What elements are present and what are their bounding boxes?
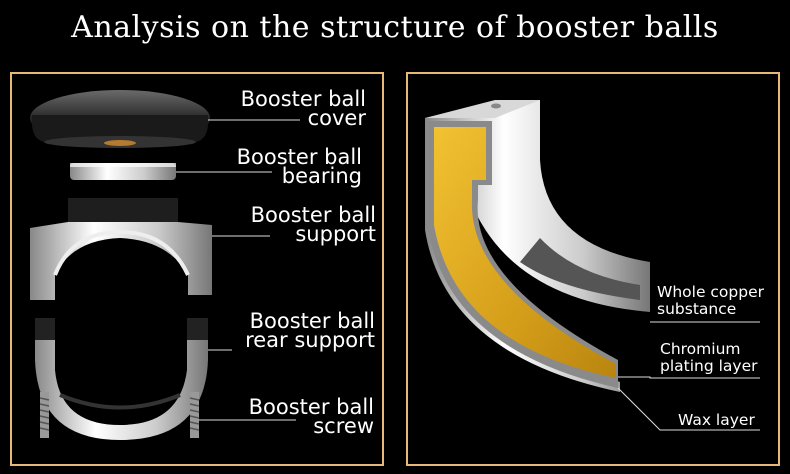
booster-ball-screw-part: [39, 392, 200, 438]
cross-section-part: [425, 100, 650, 392]
right-leader-lines: [617, 321, 760, 431]
left-leader-lines: [176, 119, 300, 421]
left-panel-frame: [10, 72, 384, 466]
label-wax-layer: Wax layer: [678, 411, 755, 429]
booster-ball-rear-support-part: [35, 318, 208, 440]
booster-ball-bearing-part: [70, 163, 176, 180]
right-panel-frame: [406, 72, 780, 466]
booster-ball-cover-part: [30, 90, 210, 148]
page-title: Analysis on the structure of booster bal…: [71, 10, 719, 45]
booster-ball-support-part: [30, 198, 212, 300]
